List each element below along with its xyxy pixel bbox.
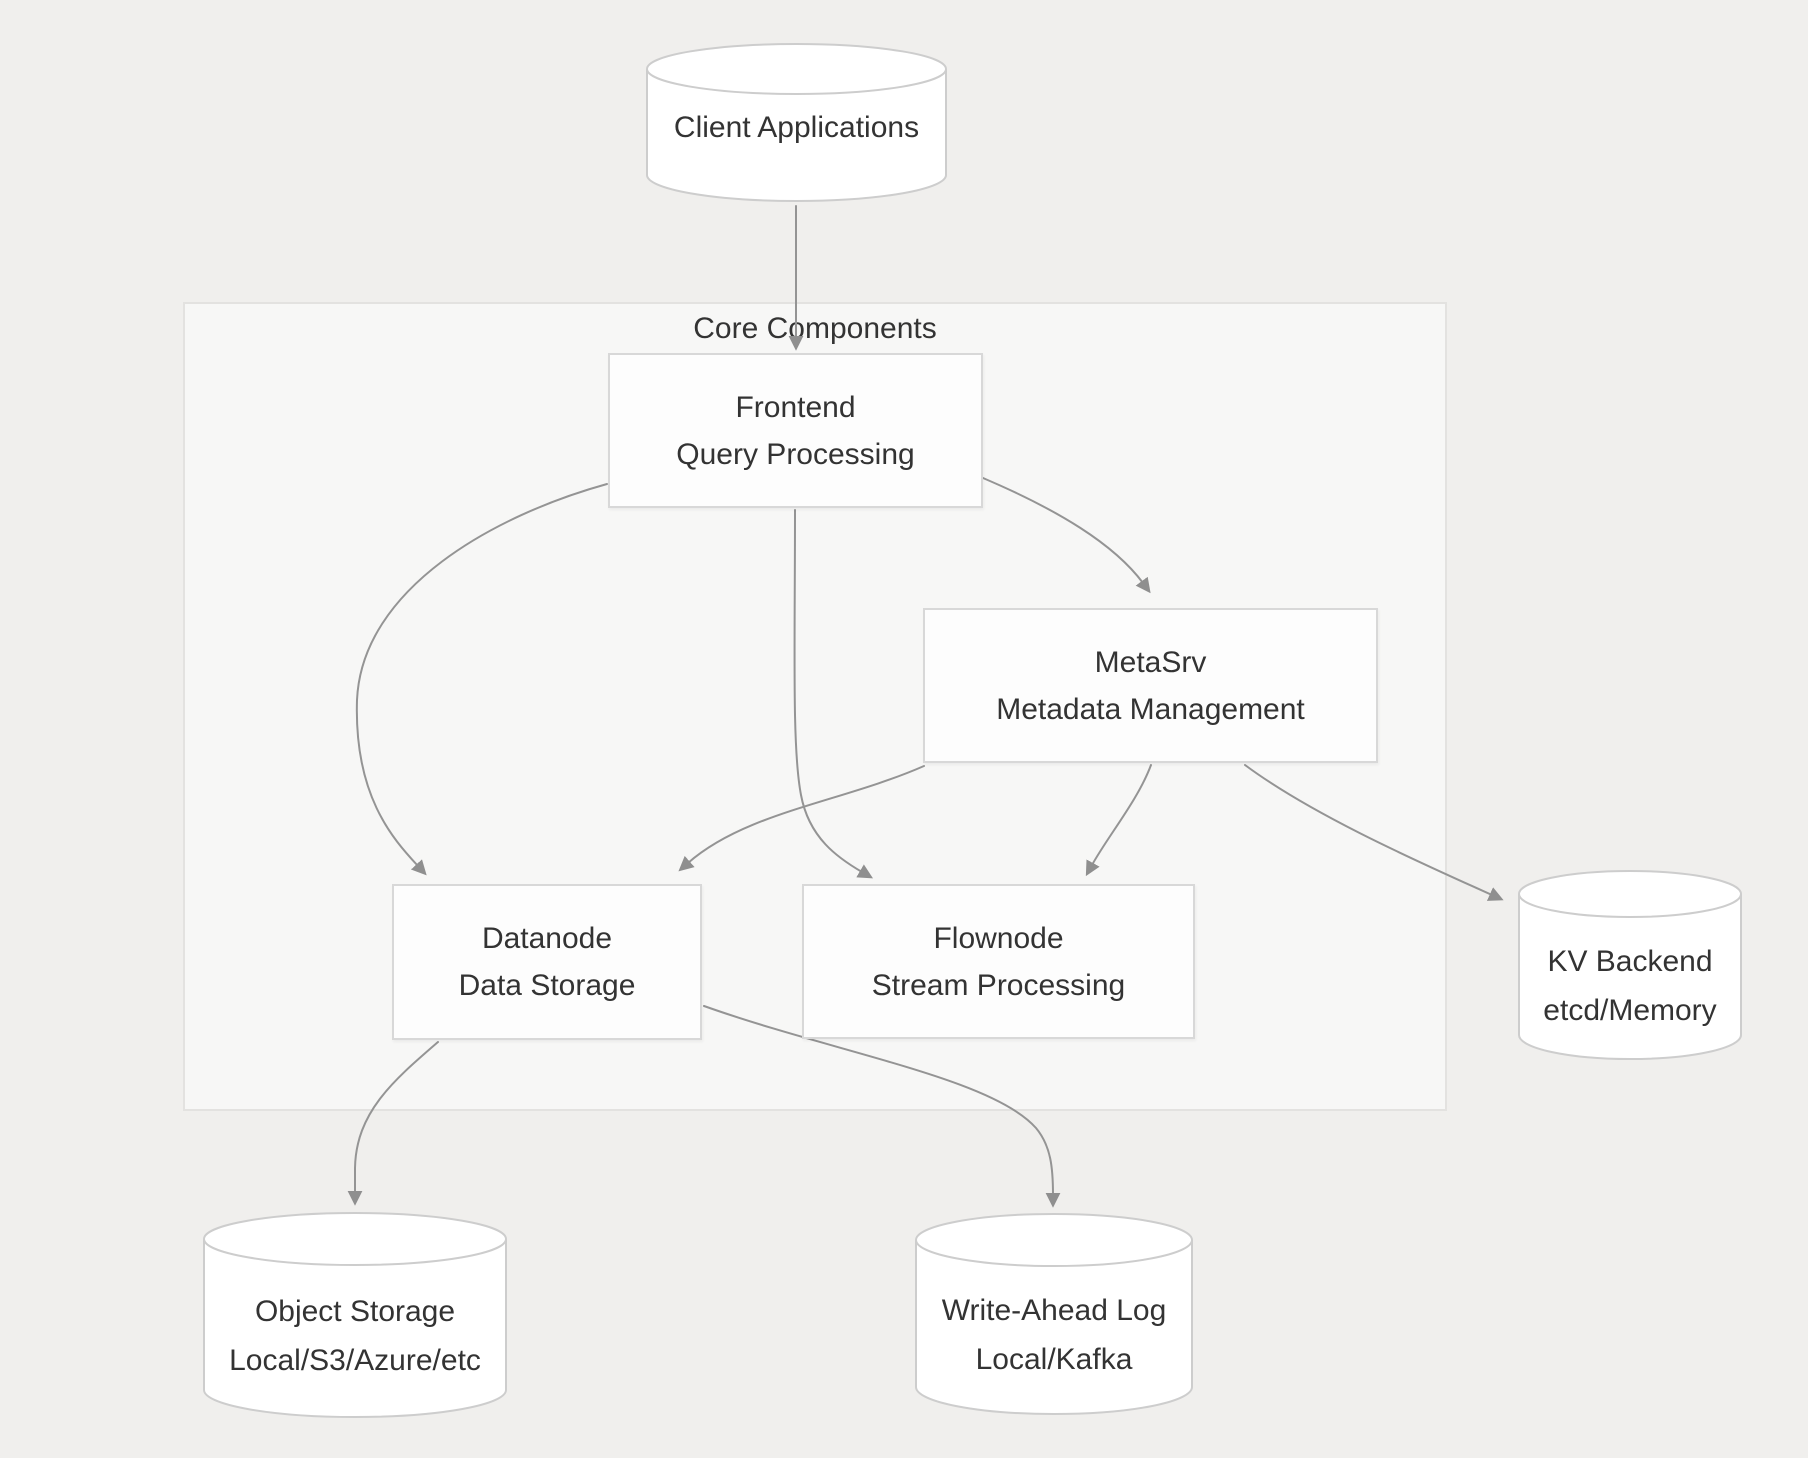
- datanode-title: Datanode: [481, 922, 613, 955]
- metasrv-node: MetaSrv Metadata Management: [923, 608, 1378, 763]
- write-ahead-log-node: Write-Ahead Log Local/Kafka: [915, 1213, 1193, 1415]
- client-applications-label: Client Applications: [673, 111, 920, 144]
- metasrv-title: MetaSrv: [1094, 645, 1207, 679]
- cylinder-shape: [915, 1213, 1193, 1415]
- edge-metasrv-flownode: [1085, 764, 1152, 877]
- cylinder-shape: [646, 43, 947, 202]
- edge-metasrv-datanode: [678, 765, 925, 872]
- core-components-label: Core Components: [693, 312, 937, 345]
- kv-backend-subtitle: etcd/Memory: [1543, 994, 1717, 1027]
- cylinder-shape: [1518, 870, 1742, 1060]
- datanode-node: Datanode Data Storage: [392, 884, 702, 1040]
- write-ahead-log-title: Write-Ahead Log: [941, 1294, 1167, 1327]
- edge-datanode-objectstorage: [347, 1041, 439, 1206]
- edge-frontend-metasrv: [982, 477, 1151, 594]
- flownode-title: Flownode: [933, 921, 1064, 955]
- edge-metasrv-kvbackend: [1244, 764, 1504, 901]
- object-storage-title: Object Storage: [254, 1295, 456, 1328]
- frontend-title: Frontend: [735, 390, 856, 424]
- frontend-subtitle: Query Processing: [676, 437, 915, 471]
- edge-frontend-datanode: [355, 483, 608, 876]
- cylinder-shape: [203, 1212, 507, 1418]
- edge-datanode-wal: [703, 1005, 1061, 1208]
- object-storage-subtitle: Local/S3/Azure/etc: [229, 1344, 481, 1377]
- flownode-subtitle: Stream Processing: [871, 968, 1126, 1002]
- kv-backend-node: KV Backend etcd/Memory: [1518, 870, 1742, 1060]
- frontend-node: Frontend Query Processing: [608, 353, 983, 508]
- flownode-node: Flownode Stream Processing: [802, 884, 1195, 1039]
- client-applications-node: Client Applications: [646, 43, 947, 202]
- edge-frontend-flownode: [793, 509, 874, 879]
- write-ahead-log-subtitle: Local/Kafka: [975, 1343, 1133, 1376]
- object-storage-node: Object Storage Local/S3/Azure/etc: [203, 1212, 507, 1418]
- metasrv-subtitle: Metadata Management: [996, 692, 1305, 726]
- kv-backend-title: KV Backend: [1547, 945, 1713, 978]
- datanode-subtitle: Data Storage: [458, 969, 636, 1002]
